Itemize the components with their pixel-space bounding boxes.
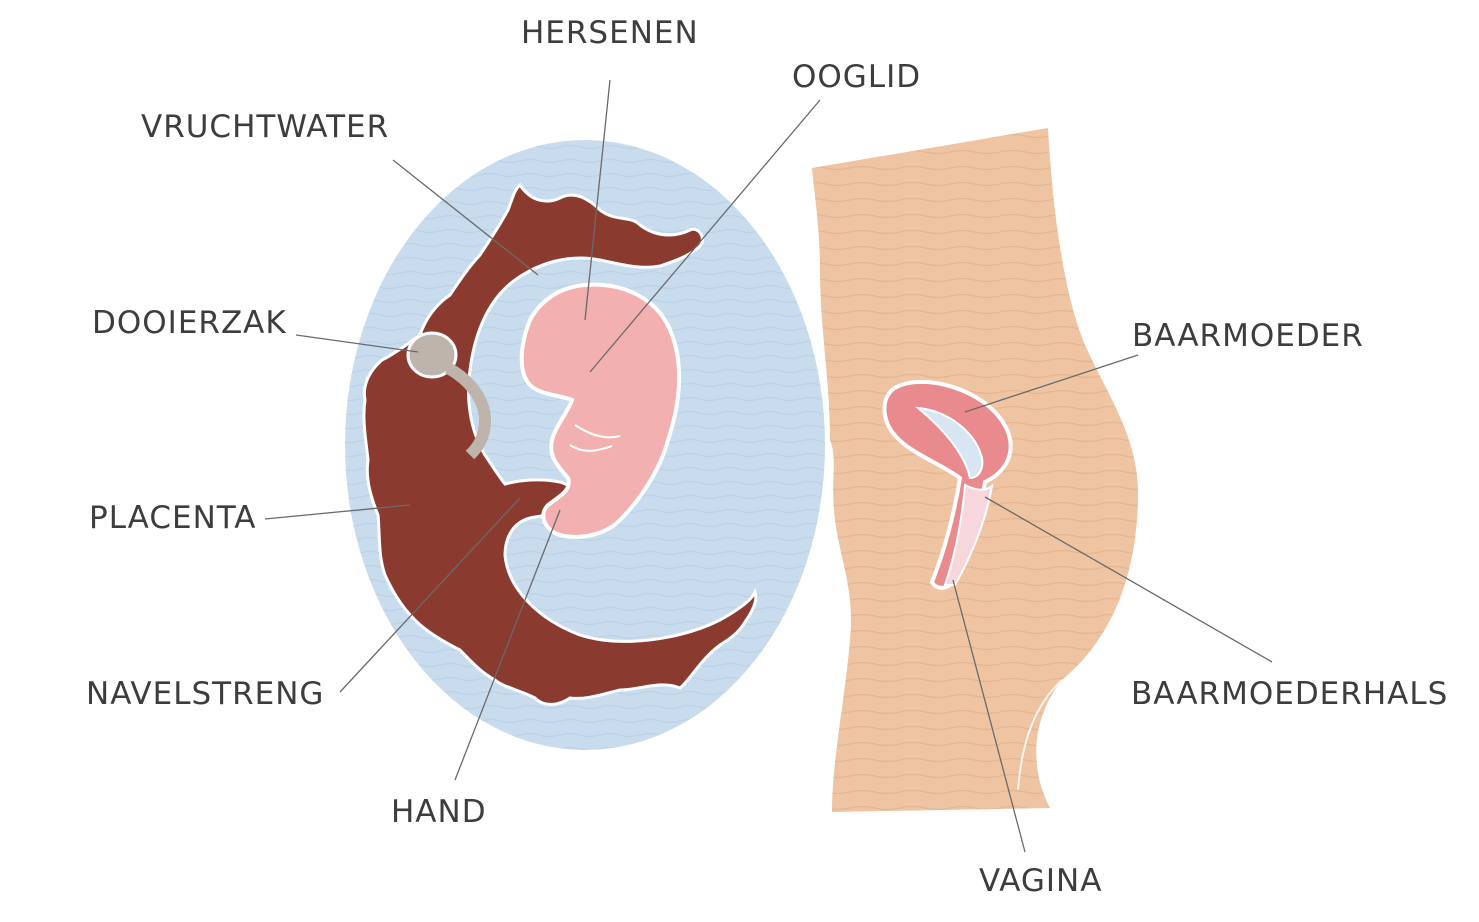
label-vruchtwater: VRUCHTWATER [141, 109, 390, 145]
leg-crease [1017, 679, 1063, 791]
leader-baarmoederhals [984, 496, 1273, 663]
embryo-body [519, 282, 682, 539]
leader-baarmoeder [964, 354, 1139, 413]
leader-vagina [952, 579, 1026, 853]
yolk-sac-group [406, 331, 492, 460]
label-hersenen: HERSENEN [521, 15, 699, 51]
embryo [519, 282, 682, 539]
leader-placenta [264, 504, 411, 520]
label-dooierzak: DOOIERZAK [92, 305, 287, 341]
placenta [362, 182, 758, 706]
leader-navelstreng [339, 497, 521, 693]
leader-ooglid [589, 99, 821, 373]
uterus [882, 379, 1013, 590]
label-placenta: PLACENTA [89, 500, 257, 536]
label-navelstreng: NAVELSTRENG [86, 676, 325, 712]
yolk-stalk [444, 362, 492, 460]
yolk-sac [406, 331, 458, 379]
uterus-body [882, 379, 1013, 590]
leader-hand [454, 509, 561, 781]
label-vagina: VAGINA [979, 863, 1103, 899]
label-hand: HAND [391, 794, 487, 830]
label-ooglid: OOGLID [792, 59, 922, 95]
leader-vruchtwater [392, 159, 539, 276]
label-baarmoederhals: BAARMOEDERHALS [1131, 676, 1449, 712]
cervix [943, 483, 994, 586]
embryo-limb-lines [569, 424, 621, 452]
leader-hersenen [584, 79, 611, 321]
leader-dooierzak [295, 334, 419, 353]
uterus-cavity [914, 406, 984, 480]
leader-lines [264, 79, 1273, 853]
label-baarmoeder: BAARMOEDER [1132, 318, 1364, 354]
